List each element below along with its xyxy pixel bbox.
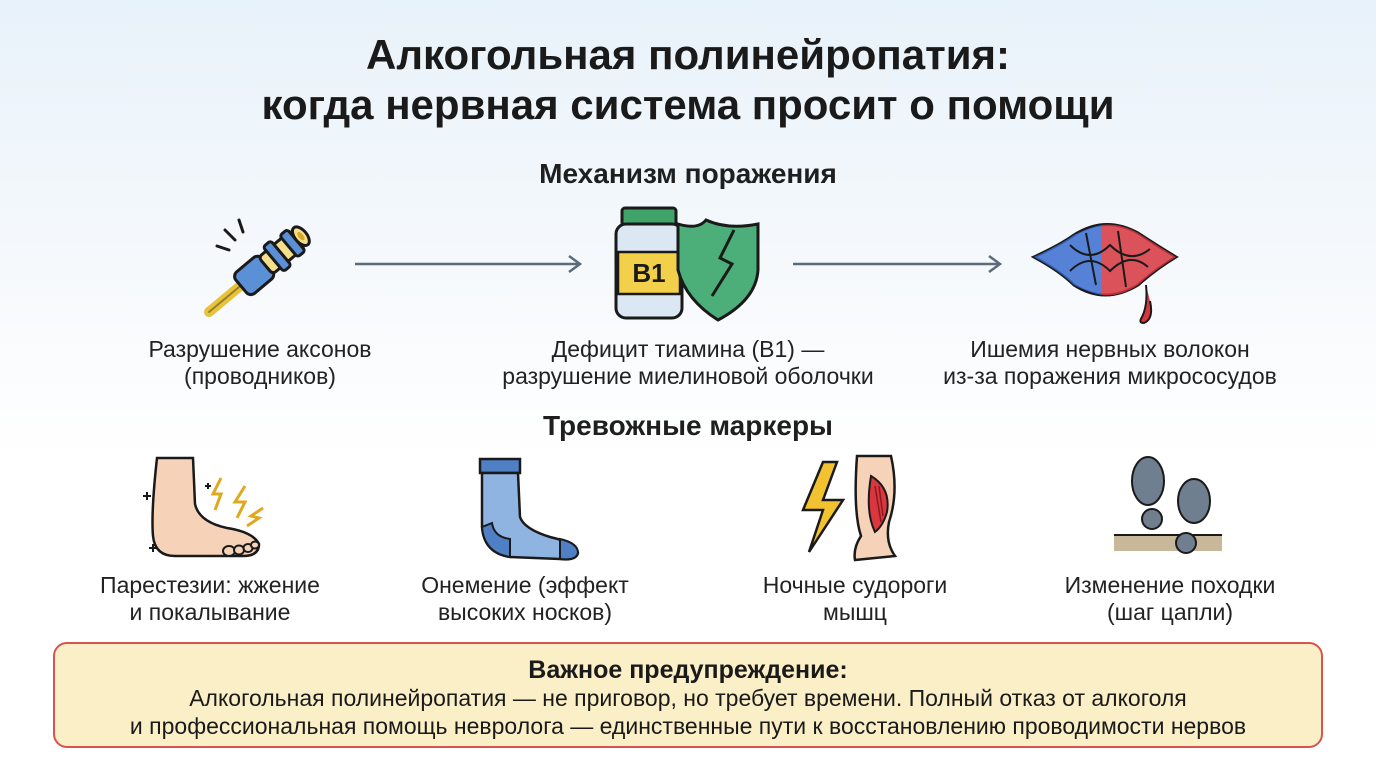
marker-caption-1-line-1: Парестезии: жжение [100, 572, 320, 598]
thiamine-shield-icon: B1 [608, 200, 768, 325]
mechanism-item-axons: Разрушение аксонов (проводников) [90, 336, 430, 390]
leg-cramp-icon [795, 452, 905, 564]
mechanism-item-ischemia: Ишемия нервных волокон из-за поражения м… [905, 336, 1315, 390]
mechanism-caption-3-line-1: Ишемия нервных волокон [970, 336, 1250, 362]
warning-text: Алкогольная полинейропатия — не приговор… [55, 684, 1321, 740]
marker-caption-4-line-1: Изменение походки [1064, 572, 1276, 598]
flow-arrow-2 [793, 254, 1005, 274]
mechanism-item-thiamine: Дефицит тиамина (B1) — разрушение миелин… [478, 336, 898, 390]
marker-item-numbness: Онемение (эффект высоких носков) [380, 572, 670, 626]
vitamin-label: B1 [632, 258, 666, 288]
marker-item-paresthesia: Парестезии: жжение и покалывание [60, 572, 360, 626]
flow-arrow-1 [355, 254, 585, 274]
page-title: Алкогольная полинейропатия: когда нервна… [0, 30, 1376, 130]
marker-caption-3-line-2: мышц [823, 599, 887, 625]
mechanism-caption-1-line-2: (проводников) [184, 363, 336, 389]
footprints-icon [1112, 455, 1227, 563]
axon-damage-icon [195, 200, 330, 325]
marker-caption-3-line-1: Ночные судороги [762, 572, 948, 598]
warning-box: Важное предупреждение: Алкогольная полин… [53, 642, 1323, 748]
warning-line-1: Алкогольная полинейропатия — не приговор… [189, 685, 1187, 711]
mechanism-heading: Механизм поражения [539, 158, 837, 189]
marker-caption-2-line-1: Онемение (эффект [421, 572, 629, 598]
warning-title: Важное предупреждение: [528, 656, 848, 684]
mechanism-caption-1-line-1: Разрушение аксонов [148, 336, 372, 362]
marker-caption-4-line-2: (шаг цапли) [1106, 599, 1234, 625]
markers-heading: Тревожные маркеры [543, 410, 833, 441]
microvessels-icon [1030, 205, 1180, 325]
mechanism-caption-2-line-2: разрушение миелиновой оболочки [502, 363, 874, 389]
marker-item-cramps: Ночные судороги мышц [710, 572, 1000, 626]
mechanism-caption-2-line-1: Дефицит тиамина (B1) — [551, 336, 825, 362]
sock-icon [470, 455, 585, 563]
title-line-2: когда нервная система просит о помощи [261, 81, 1115, 128]
foot-tingling-icon [135, 452, 270, 564]
marker-caption-2-line-2: высоких носков) [437, 599, 613, 625]
marker-caption-1-line-2: и покалывание [129, 599, 291, 625]
marker-item-gait: Изменение походки (шаг цапли) [1020, 572, 1320, 626]
mechanism-caption-3-line-2: из-за поражения микрососудов [943, 363, 1277, 389]
title-line-1: Алкогольная полинейропатия: [365, 31, 1011, 78]
warning-line-2: и профессиональная помощь невролога — ед… [129, 713, 1247, 739]
